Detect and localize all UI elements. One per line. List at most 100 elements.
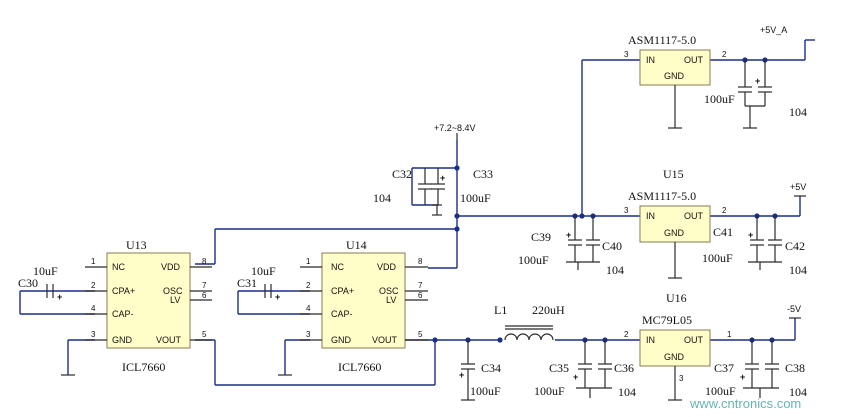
- u14-pin-gnd: GND: [331, 335, 352, 345]
- c37-polarity: +: [740, 372, 745, 382]
- u14-pin-vout: VOUT: [372, 335, 398, 345]
- u16-ref: U16: [666, 291, 687, 305]
- c30-polarity: +: [57, 292, 62, 302]
- inductor-l1: L1 220uH: [494, 303, 565, 341]
- net-labels: +7.2~8.4V +5V_A +5V -5V: [434, 25, 806, 319]
- capacitor-c34: + C34 100uF: [459, 340, 501, 401]
- c36-ref: C36: [614, 361, 634, 375]
- u16-part: MC79L05: [642, 313, 692, 327]
- c30-value: 10uF: [33, 264, 58, 278]
- c35-value: 100uF: [534, 384, 565, 398]
- capacitor-c32-c33: + C32 104 C33 100uF: [373, 167, 493, 216]
- chip-u14: U14 ICL7660 NC CPA+ CAP- GND VDD OSC LV …: [300, 238, 428, 374]
- ground-symbols: [61, 262, 761, 398]
- c33-ref: C33: [473, 167, 493, 181]
- net-vin: +7.2~8.4V: [434, 123, 476, 133]
- u16-num-1: 1: [727, 330, 732, 339]
- c41-ref: C41: [713, 225, 733, 239]
- u13-num-8: 8: [202, 257, 207, 266]
- u16-num-2: 2: [624, 330, 629, 339]
- c33-value: 100uF: [460, 191, 491, 205]
- c31-value: 10uF: [251, 264, 276, 278]
- c30-ref: C30: [18, 276, 38, 290]
- u14-num-4: 4: [306, 304, 311, 313]
- u13-part: ICL7660: [122, 360, 165, 374]
- net-5v: +5V: [790, 182, 806, 192]
- u14-num-2: 2: [306, 281, 311, 290]
- c38-ref: C38: [785, 361, 805, 375]
- c39-ref: C39: [531, 230, 551, 244]
- reg-top-part: ASM1117-5.0: [628, 33, 696, 47]
- ctop-value-b: 104: [789, 105, 807, 119]
- u14-num-7: 7: [418, 281, 423, 290]
- l1-ref: L1: [494, 303, 507, 317]
- ctop-polarity: +: [755, 76, 760, 86]
- u13-pin-cpa: CPA+: [112, 286, 135, 296]
- u15-num-2: 2: [722, 206, 727, 215]
- c34-value: 100uF: [470, 384, 501, 398]
- u16-pin-gnd: GND: [664, 352, 685, 362]
- net-5va: +5V_A: [760, 25, 787, 35]
- reg-top-num-2: 2: [722, 50, 727, 59]
- u16-num-3: 3: [679, 374, 684, 383]
- capacitor-c30: + 10uF C30: [18, 264, 62, 302]
- u14-num-5: 5: [418, 330, 423, 339]
- u13-pin-osc: OSC: [163, 286, 183, 296]
- u13-pin-gnd: GND: [112, 335, 133, 345]
- chip-u16: U16 MC79L05 IN OUT GND 2 1 3: [624, 291, 732, 401]
- ctop-value-a: 100uF: [704, 92, 735, 106]
- capacitor-c39-c40: + C39 100uF C40 104: [518, 216, 624, 277]
- u13-pin-vout: VOUT: [156, 335, 182, 345]
- c34-ref: C34: [481, 361, 501, 375]
- u13-num-5: 5: [202, 330, 207, 339]
- reg-top-pin-in: IN: [646, 55, 655, 65]
- u16-pin-in: IN: [646, 335, 655, 345]
- c39-value: 100uF: [518, 253, 549, 267]
- c42-ref: C42: [785, 239, 805, 253]
- capacitor-c37-c38: + C37 100uF C38 104: [705, 340, 807, 399]
- c41-polarity: +: [748, 230, 753, 240]
- c37-ref: C37: [714, 361, 734, 375]
- u14-num-6: 6: [418, 291, 423, 300]
- chip-reg-top: ASM1117-5.0 IN OUT GND 3 2: [624, 33, 727, 129]
- c35-ref: C35: [549, 361, 569, 375]
- u13-num-3: 3: [91, 330, 96, 339]
- u13-pin-vdd: VDD: [161, 262, 181, 272]
- u14-pin-nc: NC: [331, 262, 344, 272]
- watermark: www.cntronics.com: [689, 396, 801, 411]
- c33-polarity: +: [440, 173, 445, 183]
- u15-pin-out: OUT: [684, 211, 704, 221]
- u15-ref: U15: [663, 167, 684, 181]
- u15-num-3: 3: [624, 206, 629, 215]
- u14-pin-cpa: CPA+: [331, 286, 354, 296]
- u13-pin-cap: CAP-: [112, 309, 134, 319]
- u14-pin-lv: LV: [386, 295, 396, 305]
- c37-value: 100uF: [705, 384, 736, 398]
- net-m5v: -5V: [787, 304, 801, 314]
- c38-value: 104: [789, 385, 807, 399]
- c31-polarity: +: [275, 292, 280, 302]
- u14-pin-cap: CAP-: [331, 309, 353, 319]
- u15-part: ASM1117-5.0: [628, 189, 696, 203]
- u14-num-8: 8: [418, 257, 423, 266]
- u13-num-7: 7: [202, 281, 207, 290]
- u13-num-2: 2: [91, 281, 96, 290]
- l1-value: 220uH: [532, 303, 565, 317]
- u14-ref: U14: [346, 238, 367, 252]
- capacitor-top-pair: + 100uF 104: [704, 60, 807, 129]
- u14-pin-osc: OSC: [379, 286, 399, 296]
- c31-ref: C31: [237, 276, 257, 290]
- u14-num-3: 3: [306, 330, 311, 339]
- c36-value: 104: [618, 385, 636, 399]
- u13-num-4: 4: [91, 304, 96, 313]
- u13-ref: U13: [126, 238, 147, 252]
- capacitor-c41-c42: + C41 100uF C42 104: [702, 216, 807, 277]
- junctions: [432, 57, 778, 343]
- u16-pin-out: OUT: [684, 335, 704, 345]
- chip-u15: U15 ASM1117-5.0 IN OUT GND 3 2: [624, 167, 727, 279]
- u15-pin-in: IN: [646, 211, 655, 221]
- u14-pin-vdd: VDD: [377, 262, 397, 272]
- u14-num-1: 1: [306, 257, 311, 266]
- chip-u13: U13 ICL7660 NC CPA+ CAP- GND VDD OSC LV …: [85, 238, 212, 374]
